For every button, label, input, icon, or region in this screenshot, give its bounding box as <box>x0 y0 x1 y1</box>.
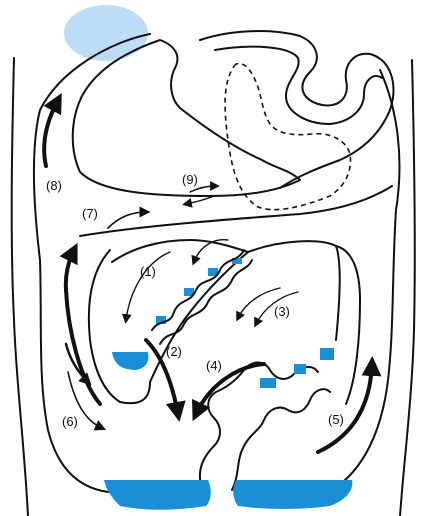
arrow-5 <box>318 364 372 452</box>
fluid-pool-right-mid <box>294 364 306 374</box>
label-5: (5) <box>328 412 344 427</box>
body-left-outline <box>12 58 28 516</box>
body-right-outline <box>400 60 415 516</box>
label-3: (3) <box>274 304 290 319</box>
pelvic-fluid-left <box>104 480 211 510</box>
fluid-pool-left-large <box>112 352 149 370</box>
pelvic-convolutions <box>200 363 318 489</box>
label-9: (9) <box>182 172 198 187</box>
stomach-colon-inner <box>215 47 382 124</box>
arrow-1-b <box>194 240 228 262</box>
arrow-7 <box>108 212 146 228</box>
fluid-pool-right-small <box>320 348 334 360</box>
transverse-colon-line <box>80 186 392 236</box>
label-4: (4) <box>206 358 222 373</box>
mesenteric-cascade-left-lower <box>160 260 252 344</box>
subphrenic-fluid-spot <box>64 5 148 61</box>
mesentery-root-right <box>248 241 340 340</box>
mesentery-inner-left <box>112 240 248 262</box>
label-1: (1) <box>140 264 156 279</box>
peritoneal-wall-left <box>34 34 150 492</box>
arrow-1-a <box>126 252 170 320</box>
pelvic-fluid-right <box>233 480 352 509</box>
fluid-pool-right-low <box>260 378 276 388</box>
label-2: (2) <box>166 344 182 359</box>
pelvic-convolutions-2 <box>232 389 330 490</box>
label-8: (8) <box>46 178 62 193</box>
peritoneal-wall-right <box>332 70 399 490</box>
stomach-colon-outline <box>200 31 393 188</box>
arrow-8 <box>44 100 58 166</box>
label-7: (7) <box>82 206 98 221</box>
arrow-9-lower <box>186 196 214 204</box>
label-6: (6) <box>62 414 78 429</box>
